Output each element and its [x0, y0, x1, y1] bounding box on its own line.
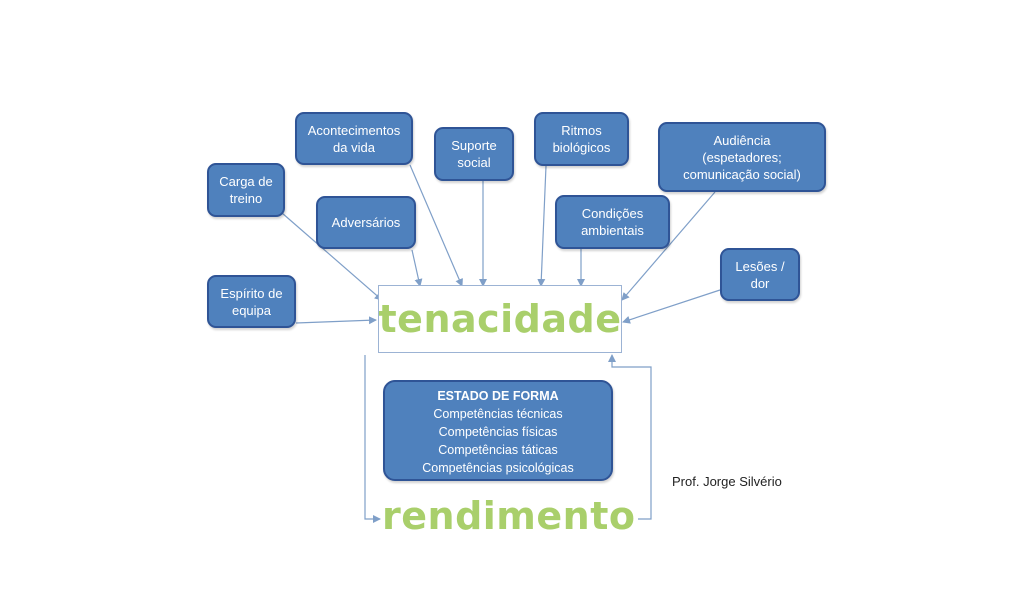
author-credit: Prof. Jorge Silvério — [672, 474, 782, 489]
factor-adversarios: Adversários — [316, 196, 416, 249]
estado-de-forma-title: ESTADO DE FORMA — [437, 389, 559, 403]
arrow-espirito — [295, 316, 377, 325]
tenacidade-box: tenacidade — [378, 285, 622, 353]
factor-lesoes-dor: Lesões / dor — [720, 248, 800, 301]
rendimento-container: rendimento — [382, 494, 635, 538]
competencias-psicologicas: Competências psicológicas — [422, 461, 574, 475]
arrow-adversarios — [411, 249, 423, 287]
competencias-taticas: Competências táticas — [438, 443, 558, 457]
tenacidade-label: tenacidade — [378, 297, 622, 341]
factor-acontecimentos-da-vida: Acontecimentos da vida — [295, 112, 413, 165]
arrow-loop-left — [364, 355, 381, 523]
factor-suporte-social: Suporte social — [434, 127, 514, 181]
factor-carga-de-treino: Carga de treino — [207, 163, 285, 217]
arrow-acontecimentos — [409, 164, 463, 287]
competencias-fisicas: Competências físicas — [438, 425, 558, 439]
arrow-ritmos — [537, 165, 547, 287]
factor-condicoes-ambientais: Condições ambientais — [555, 195, 670, 249]
factor-espirito-de-equipa: Espírito de equipa — [207, 275, 296, 328]
rendimento-label: rendimento — [382, 494, 636, 538]
arrow-lesoes — [622, 289, 721, 324]
factor-ritmos-biologicos: Ritmos biológicos — [534, 112, 629, 166]
competencias-tecnicas: Competências técnicas — [433, 407, 563, 421]
estado-de-forma-box: ESTADO DE FORMA Competências técnicas Co… — [383, 380, 613, 481]
factor-audiencia: Audiência (espetadores; comunicação soci… — [658, 122, 826, 192]
